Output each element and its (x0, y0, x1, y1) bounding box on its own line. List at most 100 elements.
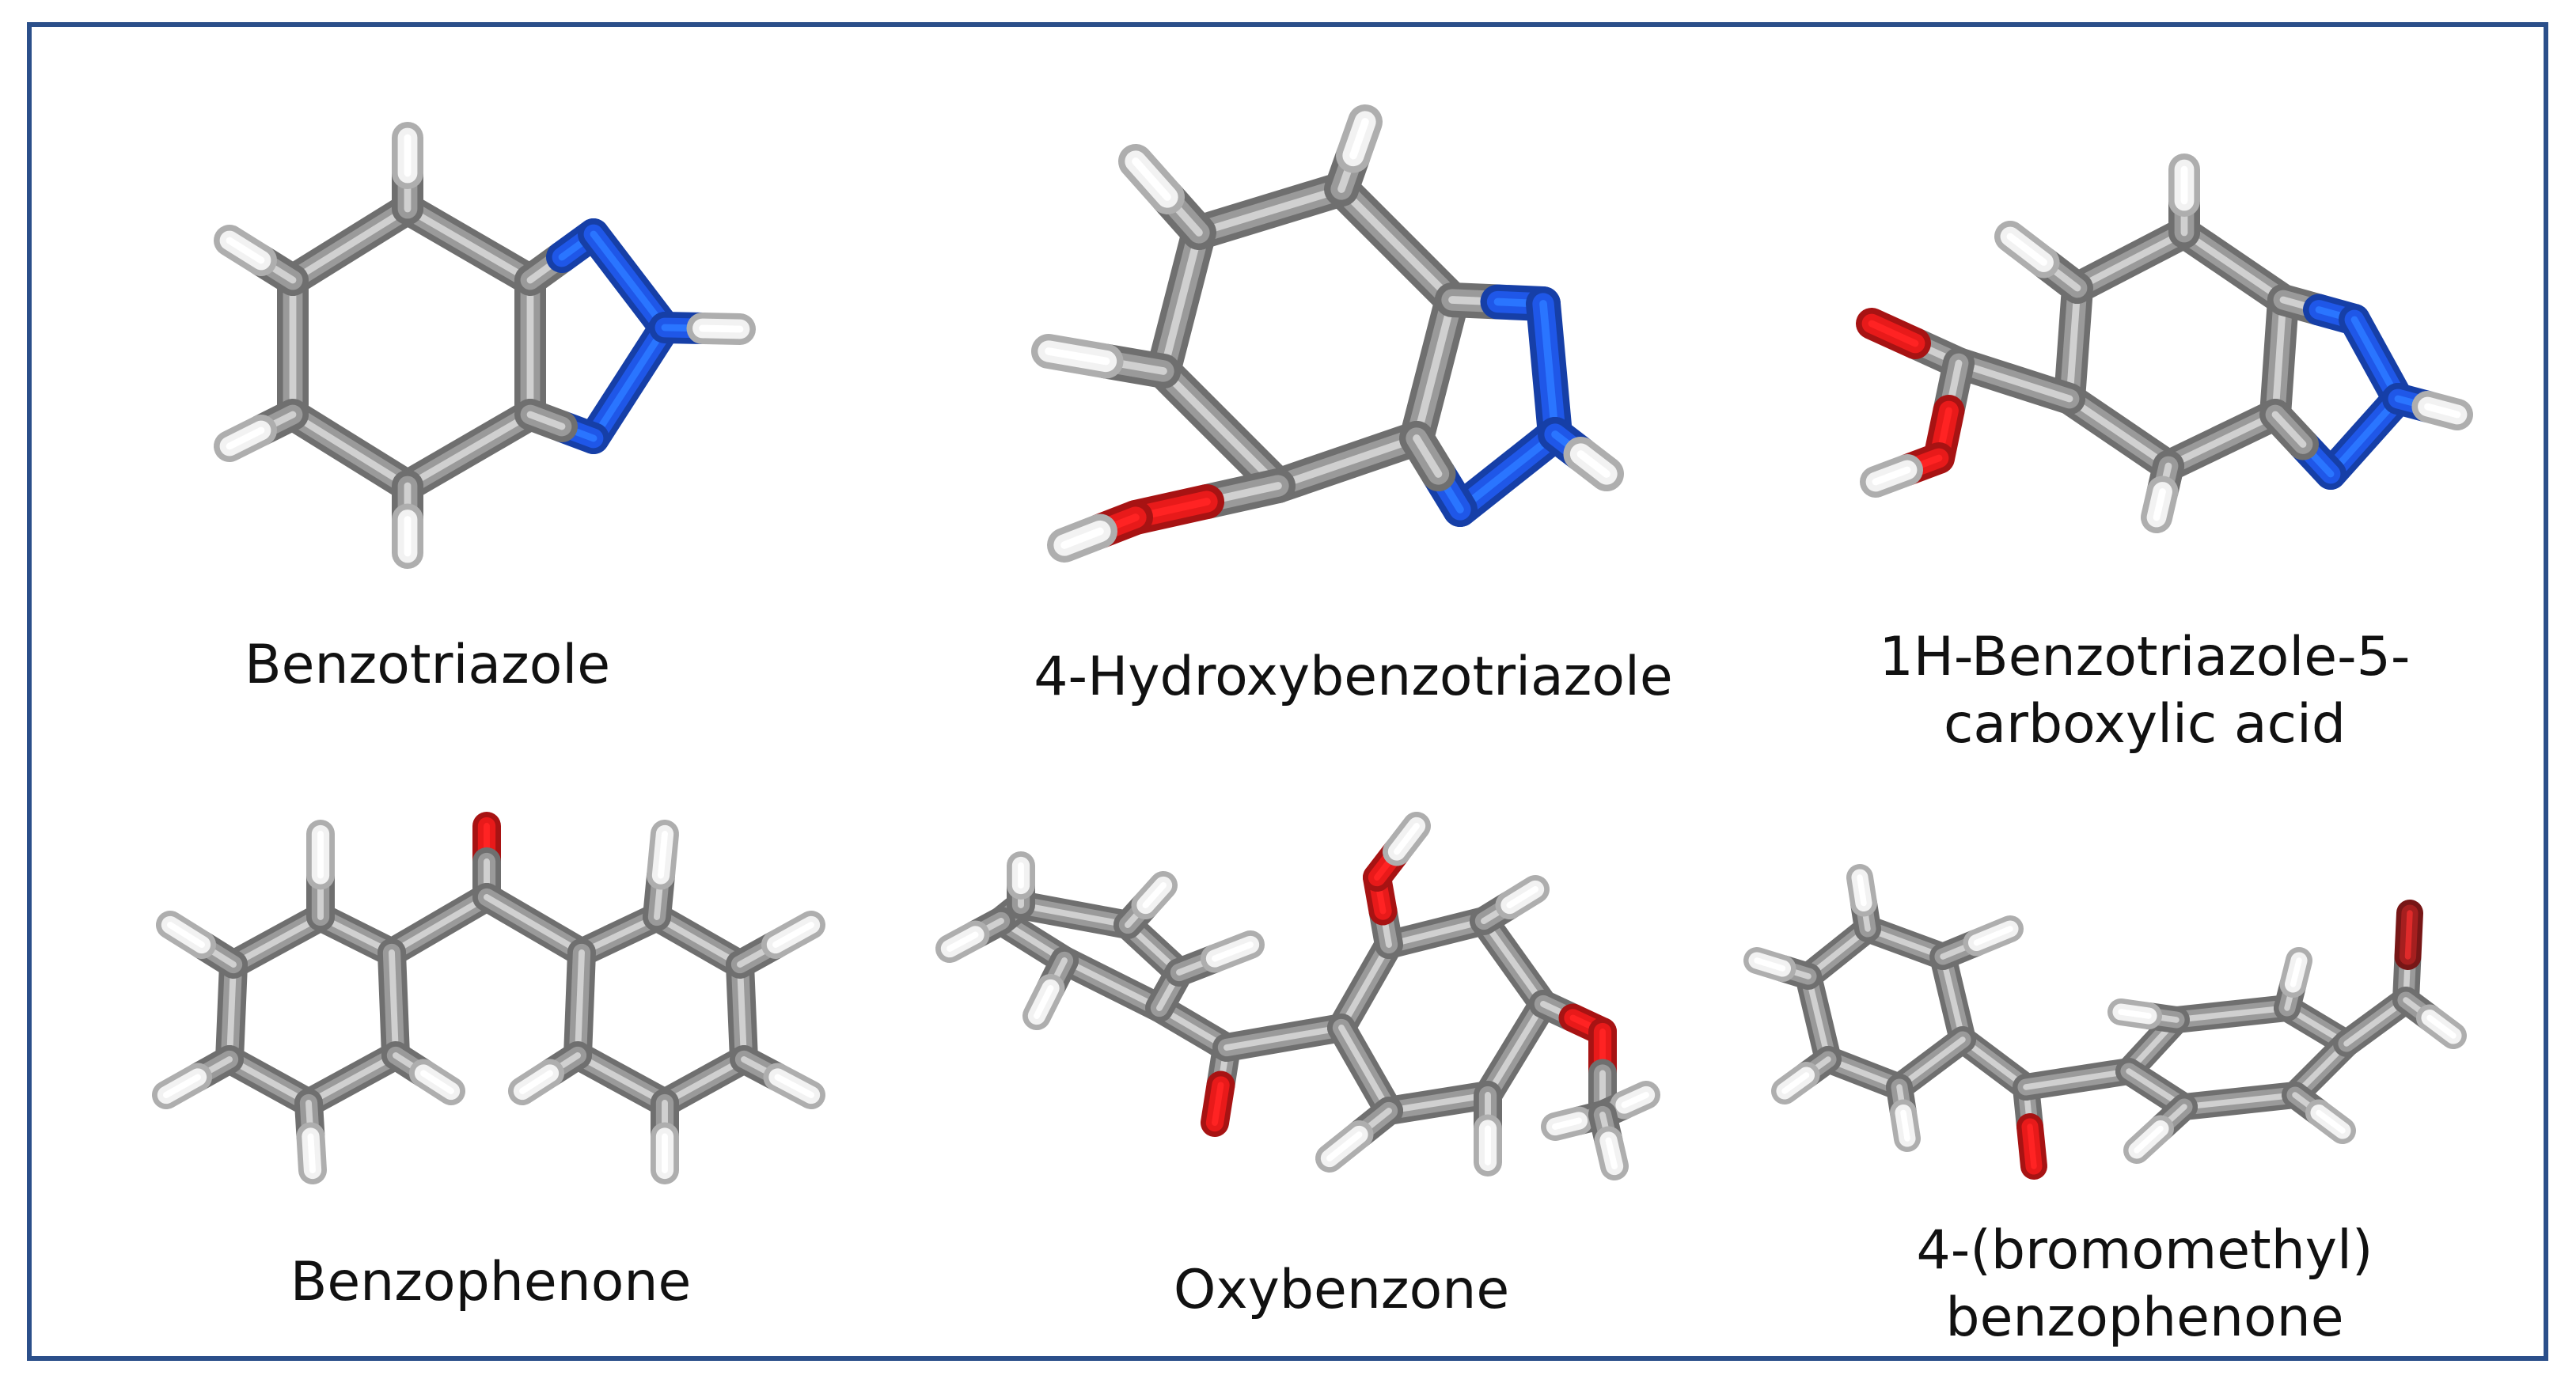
bond-2-shade-2 (1224, 1025, 1345, 1051)
bond-21-half-b-shade-2 (1605, 1137, 1618, 1169)
bond-2-shade-2 (484, 894, 585, 956)
bond-2-shade-2 (2023, 1068, 2132, 1090)
bond-1-shade-2 (389, 894, 490, 956)
bond-11-half-b-shade-2 (226, 237, 265, 264)
bond-12-shade-2 (662, 1056, 747, 1106)
bond-0-half-b-shade-2 (2027, 1123, 2037, 1169)
bond-14-half-b-shade-2 (699, 324, 744, 333)
bond-6-shade-2 (226, 1056, 312, 1106)
label-benzophenone: Benzophenone (290, 1251, 692, 1313)
bond-5-shade-2 (226, 961, 237, 1063)
label-4-hydroxybenzotriazole: 4-Hydroxybenzotriazole (1034, 646, 1673, 708)
bond-16-half-b-shade-2 (1394, 823, 1420, 855)
bond-4-shade-2 (230, 914, 324, 968)
bond-1-shade-2 (1413, 296, 1456, 442)
bond-15-half-b-shade-2 (1576, 450, 1610, 478)
label-bromomethyl-benzophenone-line1: 4-(bromomethyl) (1916, 1219, 2373, 1282)
bond-5-shade-2 (1195, 185, 1345, 237)
bond-4-shade-2 (1159, 229, 1203, 375)
label-benzotriazole-carboxylic-acid-line2: carboxylic acid (1943, 693, 2346, 756)
bond-8-shade-2 (389, 949, 399, 1059)
bond-0-shade-2 (2180, 229, 2287, 304)
benzotriazole-model (214, 122, 756, 569)
bond-7-shade-2 (305, 1052, 399, 1106)
bond-22-half-b-shade-2 (1900, 1109, 1910, 1142)
bond-17-half-b-shade-2 (163, 1074, 201, 1098)
benzophenone-model (152, 812, 825, 1184)
bond-2-shade-2 (1274, 434, 1421, 490)
bond-10-shade-2 (1955, 359, 2073, 403)
bond-20-half-b-shade-2 (658, 831, 668, 879)
bond-0-half-b-shade-2 (1212, 1082, 1224, 1126)
bond-9-half-b-shade-2 (2271, 411, 2307, 448)
bond-20-half-b-shade-2 (1621, 1092, 1649, 1108)
bond-23-half-b-shade-2 (947, 931, 979, 952)
bond-0-shade-2 (404, 205, 534, 284)
bond-1-shade-2 (2271, 296, 2287, 419)
bond-8-shade-2 (590, 324, 669, 442)
bond-16-half-b-shade-2 (2153, 488, 2166, 521)
bond-3-shade-2 (289, 411, 412, 490)
bond-8-shade-2 (2327, 395, 2402, 478)
bond-4-shade-2 (2066, 284, 2081, 403)
bond-3-shade-2 (2066, 395, 2172, 470)
bond-22-half-b-shade-2 (1034, 985, 1054, 1019)
bond-16-half-b-shade-2 (167, 922, 205, 948)
bond-10-shade-2 (654, 914, 743, 968)
label-benzotriazole-carboxylic-acid-line1: 1H-Benzotriazole-5- (1879, 626, 2411, 688)
bond-18-half-b-shade-2 (307, 1133, 316, 1173)
bond-11-half-b-shade-2 (1868, 320, 1919, 347)
bond-13-half-b-shade-2 (1872, 466, 1911, 486)
bond-24-half-b-shade-2 (2290, 957, 2302, 987)
bond-25-half-b-shade-2 (1142, 882, 1167, 908)
bond-21-half-b-shade-2 (772, 922, 814, 948)
bond-11-half-b-shade-2 (1060, 527, 1104, 549)
bond-20-half-b-shade-2 (1754, 957, 1786, 972)
bromomethyl-benzophenone-model (1743, 864, 2467, 1180)
benzotriazole-carboxylic-acid-model (1856, 153, 2473, 533)
bond-3-shade-2 (1940, 953, 1966, 1043)
bond-19-half-b-shade-2 (1857, 874, 1867, 907)
bond-12-half-b-shade-2 (226, 426, 265, 450)
bond-14-shade-2 (1338, 1025, 1392, 1114)
bond-5-shade-2 (2073, 229, 2188, 292)
bond-13-shade-2 (2181, 1092, 2298, 1110)
figure-frame: Benzotriazole 4-Hydroxybenzotriazole 1H-… (27, 22, 2548, 1361)
bond-8-shade-2 (1456, 430, 1559, 513)
bond-26-half-b-shade-2 (1212, 942, 1254, 962)
bond-15-half-b-shade-2 (2006, 233, 2047, 266)
bond-2-shade-2 (404, 411, 534, 490)
label-oxybenzone: Oxybenzone (1173, 1259, 1510, 1321)
label-bromomethyl-benzophenone-line2: benzophenone (1945, 1286, 2344, 1349)
bond-25-half-b-shade-2 (2316, 1109, 2346, 1134)
bond-9-shade-2 (1338, 942, 1392, 1031)
bond-14-shade-2 (575, 949, 585, 1059)
bond-16-half-b-shade-2 (2404, 910, 2413, 960)
bond-21-half-b-shade-2 (1781, 1072, 1810, 1094)
bond-23-half-b-shade-2 (2118, 1009, 2152, 1019)
bond-17-half-b-shade-2 (2426, 1014, 2456, 1039)
bond-10-shade-2 (1386, 918, 1487, 948)
bond-22-half-b-shade-2 (774, 1074, 814, 1098)
bond-28-half-b-shade-2 (1326, 1131, 1363, 1161)
oxybenzone-model (935, 812, 1660, 1180)
bond-19-half-b-shade-2 (1552, 1117, 1582, 1130)
bond-6-shade-2 (1018, 902, 1131, 928)
label-benzotriazole: Benzotriazole (244, 634, 611, 696)
bond-12-half-b-shade-2 (1349, 118, 1369, 160)
bond-3-shade-2 (1159, 367, 1282, 490)
bond-11-shade-2 (1481, 918, 1546, 1007)
bond-19-half-b-shade-2 (420, 1070, 454, 1094)
bond-27-half-b-shade-2 (1506, 886, 1538, 908)
bond-3-shade-2 (1061, 957, 1163, 1011)
bond-12-shade-2 (1485, 1001, 1546, 1098)
bond-17-half-b-shade-2 (2424, 403, 2461, 419)
bond-2-shade-2 (2164, 411, 2279, 470)
bond-26-half-b-shade-2 (2134, 1125, 2164, 1154)
bond-13-half-b-shade-2 (1132, 157, 1171, 201)
bond-11-shade-2 (737, 961, 747, 1063)
bond-6-shade-2 (1805, 973, 1831, 1063)
bond-18-half-b-shade-2 (1973, 926, 2013, 946)
bond-24-half-b-shade-2 (519, 1070, 553, 1094)
bond-13-shade-2 (1386, 1092, 1491, 1114)
